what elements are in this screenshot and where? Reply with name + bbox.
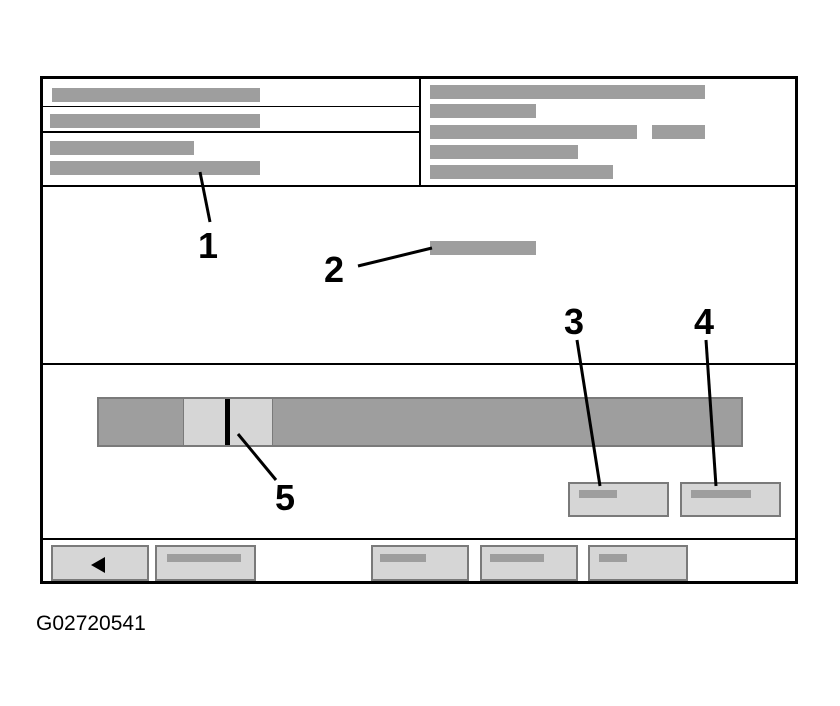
callout-2: 2	[324, 249, 345, 290]
softkey-button-3[interactable]	[568, 482, 669, 517]
header-bottom-divider	[43, 185, 795, 187]
callout-1: 1	[198, 225, 219, 266]
bottom-button-4-label	[490, 554, 544, 562]
info-field-right-1	[430, 85, 705, 99]
bottom-button-2[interactable]	[155, 545, 256, 581]
info-field-right-5	[430, 145, 578, 159]
slider-handle[interactable]	[225, 399, 230, 445]
bottom-bar-divider	[43, 538, 795, 540]
left-triangle-icon	[91, 557, 105, 573]
softkey-button-3-label	[579, 490, 617, 498]
figure-id: G02720541	[36, 612, 146, 635]
info-field-left-1	[52, 88, 260, 102]
callout-3: 3	[564, 301, 585, 342]
message-text	[430, 241, 536, 255]
info-field-left-3	[50, 141, 194, 155]
adjustment-slider[interactable]	[97, 397, 743, 447]
softkey-button-4[interactable]	[680, 482, 781, 517]
info-field-right-6	[430, 165, 613, 179]
bottom-button-3-label	[380, 554, 426, 562]
info-field-left-2	[50, 114, 260, 128]
callout-4: 4	[694, 301, 715, 342]
info-field-left-4	[50, 161, 260, 175]
softkey-button-4-label	[691, 490, 751, 498]
info-field-right-2	[430, 104, 536, 118]
bottom-button-4[interactable]	[480, 545, 578, 581]
display-screen	[40, 76, 798, 584]
bottom-button-5[interactable]	[588, 545, 688, 581]
header-center-divider	[419, 79, 421, 185]
back-button[interactable]	[51, 545, 149, 581]
content-divider	[43, 363, 795, 365]
bottom-button-5-label	[599, 554, 627, 562]
header-left-row-divider-2	[43, 131, 419, 133]
info-field-right-4	[652, 125, 705, 139]
info-field-right-3	[430, 125, 637, 139]
bottom-button-3[interactable]	[371, 545, 469, 581]
callout-5: 5	[275, 477, 296, 518]
bottom-button-2-label	[167, 554, 241, 562]
header-left-row-divider-1	[43, 106, 419, 107]
